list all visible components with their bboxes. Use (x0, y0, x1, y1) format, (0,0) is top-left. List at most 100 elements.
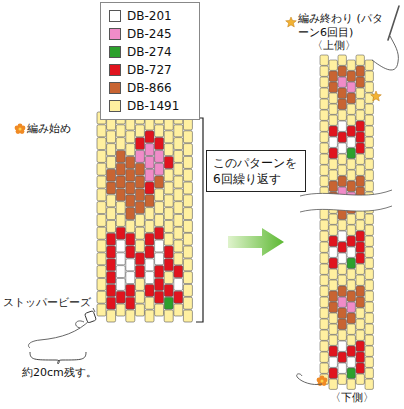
bead (329, 236, 337, 246)
bead (97, 125, 106, 137)
bead (338, 363, 346, 373)
bead (126, 182, 135, 194)
bead (329, 148, 337, 158)
bead (174, 278, 183, 290)
bead (155, 253, 164, 265)
bead (174, 253, 183, 265)
bead (126, 297, 135, 309)
bead (97, 278, 106, 290)
leader-line (93, 308, 95, 312)
bead (320, 242, 328, 252)
bead (329, 93, 337, 103)
legend-text: DB-727 (127, 63, 172, 77)
flow-arrow (228, 228, 284, 256)
bead (183, 182, 192, 194)
bead (329, 368, 337, 378)
bead (320, 176, 328, 186)
bead (126, 272, 135, 284)
legend-row: DB-727 (109, 61, 199, 79)
bead (107, 220, 116, 232)
legend-text: DB-201 (127, 9, 172, 23)
note-label: 編み始め (27, 122, 71, 136)
bead (356, 286, 364, 296)
bead (183, 169, 192, 181)
bead (126, 233, 135, 245)
bead (107, 144, 116, 156)
bead (107, 297, 116, 309)
bead (365, 258, 373, 268)
bead (320, 55, 328, 65)
bead (347, 159, 355, 169)
bead (145, 246, 154, 258)
color-swatch (109, 100, 121, 112)
bead (155, 202, 164, 214)
bead (365, 313, 373, 323)
bead (164, 169, 173, 181)
bead (338, 264, 346, 274)
bead (365, 379, 373, 389)
bead (126, 220, 135, 232)
bead (320, 330, 328, 340)
bead (183, 297, 192, 309)
bead (347, 291, 355, 301)
color-swatch (109, 28, 121, 40)
bead (116, 150, 125, 162)
bead (135, 266, 144, 278)
bead (164, 131, 173, 143)
bead (107, 182, 116, 194)
legend-row: DB-866 (109, 79, 199, 97)
bead (347, 302, 355, 312)
bead (338, 297, 346, 307)
bead (347, 313, 355, 323)
bead (365, 60, 373, 70)
repeat-bracket (196, 118, 203, 322)
bead (97, 240, 106, 252)
bead (338, 319, 346, 329)
bead (338, 99, 346, 109)
legend-text: DB-1491 (127, 99, 179, 113)
bead (347, 368, 355, 378)
bead (135, 240, 144, 252)
bead (329, 324, 337, 334)
bead (107, 233, 116, 245)
bead (329, 335, 337, 345)
bead (116, 291, 125, 303)
bead (347, 225, 355, 235)
bead (329, 126, 337, 136)
bead (347, 71, 355, 81)
legend-row: DB-245 (109, 25, 199, 43)
bead (164, 144, 173, 156)
bead (183, 144, 192, 156)
note-label: 約20cm残す。 (22, 366, 97, 380)
bead (356, 341, 364, 351)
bead (126, 156, 135, 168)
bead (329, 82, 337, 92)
bead (347, 379, 355, 389)
color-swatch (109, 64, 121, 76)
bead (183, 208, 192, 220)
bead (174, 214, 183, 226)
bead (135, 150, 144, 162)
bead (365, 368, 373, 378)
bead (329, 313, 337, 323)
bead (320, 121, 328, 131)
bead (356, 220, 364, 230)
bead (347, 280, 355, 290)
color-swatch (109, 46, 121, 58)
bead (356, 275, 364, 285)
bead (174, 202, 183, 214)
bead (145, 297, 154, 309)
bead (338, 121, 346, 131)
legend-row: DB-201 (109, 7, 199, 25)
bead (135, 253, 144, 265)
bead (320, 99, 328, 109)
bead (174, 138, 183, 150)
bead (347, 60, 355, 70)
bead (347, 236, 355, 246)
bead (365, 181, 373, 191)
bead (107, 156, 116, 168)
bead (347, 181, 355, 191)
bead (365, 104, 373, 114)
bead (155, 304, 164, 316)
bead (329, 181, 337, 191)
